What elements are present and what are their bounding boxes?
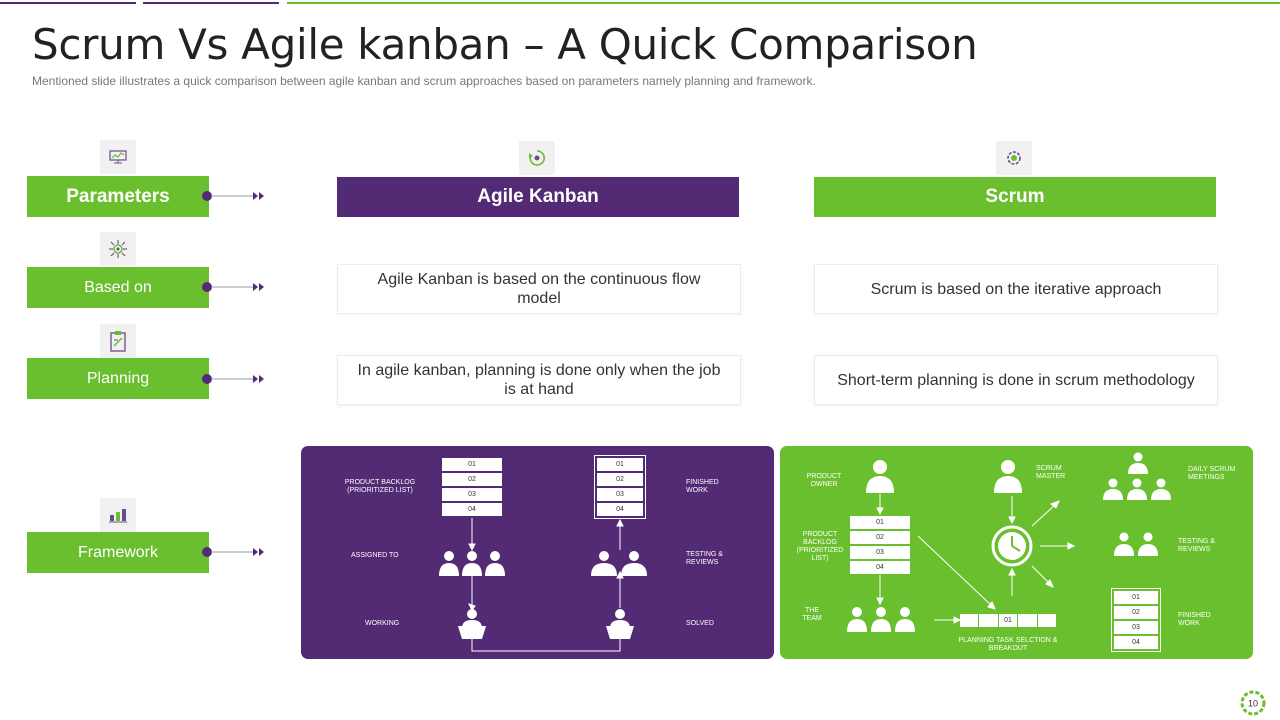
- kanban-backlog-slots: 01 02 03 04: [442, 458, 502, 518]
- top-line-purple-1: [0, 2, 136, 4]
- scrum-product-owner-label: PRODUCT OWNER: [806, 473, 842, 488]
- parameters-header: Parameters: [27, 176, 209, 217]
- scrum-framework-panel: PRODUCT OWNER PRODUCT BACKLOG (PRIORITIZ…: [780, 446, 1253, 659]
- scrum-finished-slot: 01: [1114, 591, 1158, 604]
- scrum-task-cell: [960, 614, 979, 627]
- scrum-daily-meetings-label: DAILY SCRUM MEETINGS: [1188, 466, 1236, 481]
- scrum-task-cell: [979, 614, 998, 627]
- kanban-finished-slot: 01: [597, 458, 643, 471]
- scrum-planning-task-label: PLANNING TASK SELCTION & BREAKOUT: [958, 637, 1058, 652]
- scrum-testing-people-icon: [1114, 532, 1158, 556]
- page-number-gear-icon: 10: [1240, 690, 1266, 716]
- kanban-finished-slot: 04: [597, 503, 643, 516]
- kanban-product-backlog-label: PRODUCT BACKLOG (PRIORITIZED LIST): [344, 479, 416, 494]
- scrum-backlog-slot: 02: [850, 531, 910, 544]
- kanban-based-on-text: Agile Kanban is based on the continuous …: [377, 271, 701, 307]
- scrum-task-cell: 01: [998, 614, 1018, 627]
- scrum-based-on-text: Scrum is based on the iterative approach: [870, 280, 1162, 298]
- scrum-product-owner-icon: [866, 460, 894, 493]
- scrum-daily-meeting-people-icon: [1103, 452, 1171, 500]
- kanban-column-header: Agile Kanban: [337, 177, 739, 217]
- kanban-testing-people-icon: [591, 551, 647, 576]
- planning-clipboard-icon: [100, 324, 136, 358]
- planning-label: Planning: [27, 358, 209, 399]
- scrum-flow-lines: [876, 494, 1076, 624]
- scrum-finished-slot: 02: [1114, 606, 1158, 619]
- kanban-assigned-people-icon: [439, 551, 505, 576]
- kanban-finished-slot: 03: [597, 488, 643, 501]
- connector-based-on: [202, 282, 264, 292]
- scrum-based-on-cell: Scrum is based on the iterative approach: [814, 264, 1218, 314]
- framework-label: Framework: [27, 532, 209, 573]
- scrum-planning-cell: Short-term planning is done in scrum met…: [814, 355, 1218, 405]
- scrum-task-cell: [1018, 614, 1037, 627]
- kanban-finished-slot: 02: [597, 473, 643, 486]
- kanban-backlog-slot: 01: [442, 458, 502, 471]
- kanban-finished-slots: 01 02 03 04: [594, 455, 646, 519]
- kanban-finished-work-label: FINISHED WORK: [686, 479, 719, 494]
- kanban-planning-cell: In agile kanban, planning is done only w…: [337, 355, 741, 405]
- scrum-task-strip: 01: [960, 614, 1057, 627]
- scrum-backlog-slots: 01 02 03 04: [850, 516, 910, 576]
- scrum-team-people-icon: [847, 607, 915, 632]
- scrum-gear-icon: [996, 141, 1032, 175]
- kanban-working-label: WORKING: [365, 620, 400, 627]
- kanban-assigned-to-label: ASSIGNED TO: [351, 552, 399, 559]
- scrum-finished-work-label: FINISHED WORK: [1178, 612, 1211, 627]
- kanban-backlog-slot: 04: [442, 503, 502, 516]
- kanban-cycle-icon: [519, 141, 555, 175]
- scrum-finished-slots: 01 02 03 04: [1111, 588, 1161, 652]
- scrum-planning-text: Short-term planning is done in scrum met…: [837, 371, 1195, 389]
- framework-blocks-icon: [100, 498, 136, 532]
- kanban-solved-label: SOLVED: [686, 620, 714, 627]
- scrum-testing-reviews-label: TESTING & REVIEWS: [1178, 538, 1215, 553]
- scrum-product-backlog-label: PRODUCT BACKLOG (PRIORITIZED LIST): [796, 531, 844, 562]
- kanban-planning-text: In agile kanban, planning is done only w…: [357, 362, 721, 398]
- connector-parameters: [202, 191, 264, 201]
- top-line-purple-2: [143, 2, 279, 4]
- scrum-finished-slot: 03: [1114, 621, 1158, 634]
- scrum-backlog-slot: 04: [850, 561, 910, 574]
- kanban-solved-person-icon: [606, 609, 634, 639]
- connector-framework: [202, 547, 264, 557]
- kanban-backlog-slot: 03: [442, 488, 502, 501]
- kanban-working-person-icon: [458, 609, 486, 639]
- top-line-green: [287, 2, 1280, 4]
- scrum-master-icon: [994, 460, 1022, 493]
- scrum-column-header: Scrum: [814, 177, 1216, 217]
- kanban-backlog-slot: 02: [442, 473, 502, 486]
- page-number: 10: [1248, 699, 1258, 709]
- kanban-testing-reviews-label: TESTING & REVIEWS: [686, 551, 723, 566]
- kanban-flow-lines: [468, 518, 624, 652]
- based-on-label: Based on: [27, 267, 209, 308]
- kanban-framework-panel: PRODUCT BACKLOG (PRIORITIZED LIST) ASSIG…: [301, 446, 774, 659]
- scrum-backlog-slot: 01: [850, 516, 910, 529]
- scrum-clock-icon: [991, 525, 1033, 567]
- page-title: Scrum Vs Agile kanban – A Quick Comparis…: [32, 20, 978, 69]
- scrum-master-label: SCRUM MASTER: [1036, 465, 1066, 480]
- connector-planning: [202, 374, 264, 384]
- kanban-based-on-cell: Agile Kanban is based on the continuous …: [337, 264, 741, 314]
- scrum-finished-slot: 04: [1114, 636, 1158, 649]
- network-gear-icon: [100, 232, 136, 266]
- page-subtitle: Mentioned slide illustrates a quick comp…: [32, 74, 816, 88]
- scrum-the-team-label: THE TEAM: [802, 607, 822, 622]
- scrum-backlog-slot: 03: [850, 546, 910, 559]
- scrum-task-cell: [1037, 614, 1057, 627]
- monitor-chart-icon: [100, 140, 136, 174]
